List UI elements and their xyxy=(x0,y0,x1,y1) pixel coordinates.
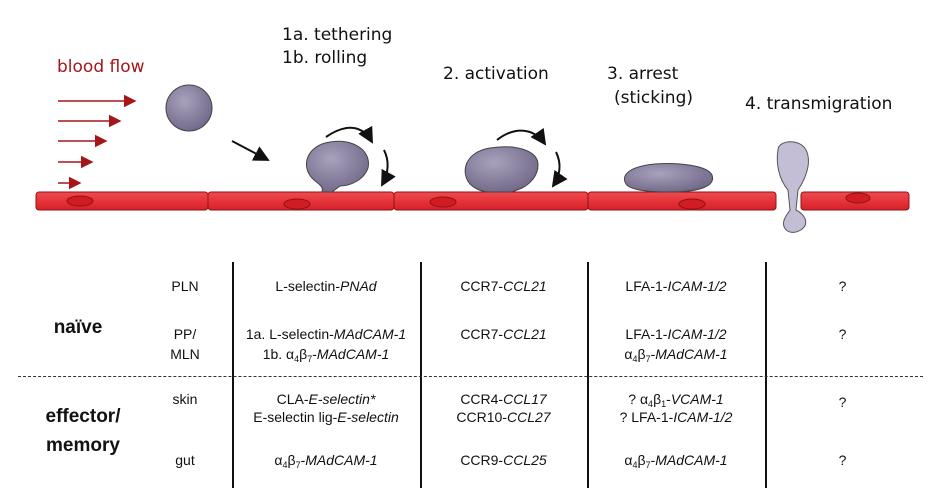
cell-tethering: 1a. L-selectin-MAdCAM-1 xyxy=(245,326,407,342)
cell-arrest: α4β7-MAdCAM-1 xyxy=(624,452,728,470)
column-divider xyxy=(232,262,234,488)
endothelial-cell xyxy=(393,191,589,211)
group-separator xyxy=(18,376,923,377)
cell-activation: CCR7-CCL21 xyxy=(460,326,547,342)
leukocyte-rolling xyxy=(306,140,369,193)
step-1b-label: 1b. rolling xyxy=(282,48,368,68)
leukocyte-arrested xyxy=(624,163,714,193)
cell-tethering: α4β7-MAdCAM-1 xyxy=(274,452,378,470)
step-1a-label: 1a. tethering xyxy=(282,25,393,45)
activation-arrow-top xyxy=(496,127,547,146)
arrow-to-tethering xyxy=(231,140,270,161)
cell-tethering: L-selectin-PNAd xyxy=(275,278,377,294)
cell-arrest: LFA-1-ICAM-1/2 xyxy=(625,326,727,342)
group-memory-label: memory xyxy=(46,435,120,456)
activation-arrow-down xyxy=(551,151,568,188)
column-divider xyxy=(420,262,422,488)
cell-activation: CCR9-CCL25 xyxy=(460,452,547,468)
cell-activation: CCR4-CCL17 xyxy=(460,391,547,407)
step-2-label: 2. activation xyxy=(443,64,549,84)
blood-flow-arrows xyxy=(58,94,137,190)
cell-arrest: LFA-1-ICAM-1/2 xyxy=(625,278,727,294)
leukocyte-transmigrating xyxy=(776,141,809,233)
step-3-sublabel: (sticking) xyxy=(614,88,693,108)
step-3-label: 3. arrest xyxy=(607,64,679,84)
cell-tethering: E-selectin lig-E-selectin xyxy=(253,409,399,425)
cell-tethering: 1b. α4β7-MAdCAM-1 xyxy=(262,346,390,364)
leukocyte-adhesion-cascade-diagram: blood flow 1a. tethering 1b. rolling 2. … xyxy=(35,25,910,233)
rolling-arrow-down xyxy=(381,149,396,187)
endothelial-cell xyxy=(35,191,209,211)
vessel-wall xyxy=(35,191,910,211)
cell-arrest: α4β7-MAdCAM-1 xyxy=(624,346,728,364)
site-pp: PP/ xyxy=(173,326,197,342)
endothelial-nucleus xyxy=(678,198,706,210)
endothelial-nucleus xyxy=(845,192,871,204)
rolling-arrow-top xyxy=(325,125,373,144)
group-effector-label: effector/ xyxy=(45,406,121,427)
site-skin: skin xyxy=(172,391,198,407)
cell-arrest: ? α4β1-VCAM-1 xyxy=(628,391,724,409)
cell-tethering: CLA-E-selectin* xyxy=(276,391,376,407)
endothelial-nucleus xyxy=(429,196,457,208)
column-divider xyxy=(765,262,767,488)
leukocyte-free xyxy=(165,84,213,132)
diagram-graphics xyxy=(35,84,910,233)
cell-transmigration: ? xyxy=(838,452,847,468)
group-naive-label: naïve xyxy=(53,317,103,338)
endothelial-nucleus xyxy=(66,195,94,207)
cell-activation: CCR10-CCL27 xyxy=(456,409,551,425)
site-gut: gut xyxy=(175,452,195,468)
leukocyte-activation xyxy=(464,146,539,193)
cell-transmigration: ? xyxy=(838,394,847,410)
cell-transmigration: ? xyxy=(838,278,847,294)
cell-activation: CCR7-CCL21 xyxy=(460,278,547,294)
site-pln: PLN xyxy=(171,278,199,294)
site-mln: MLN xyxy=(170,346,200,362)
cell-transmigration: ? xyxy=(838,326,847,342)
column-divider xyxy=(587,262,589,488)
cell-arrest: ? LFA-1-ICAM-1/2 xyxy=(619,409,733,425)
step-4-label: 4. transmigration xyxy=(745,94,893,114)
endothelial-nucleus xyxy=(283,198,311,210)
blood-flow-label: blood flow xyxy=(57,57,145,77)
